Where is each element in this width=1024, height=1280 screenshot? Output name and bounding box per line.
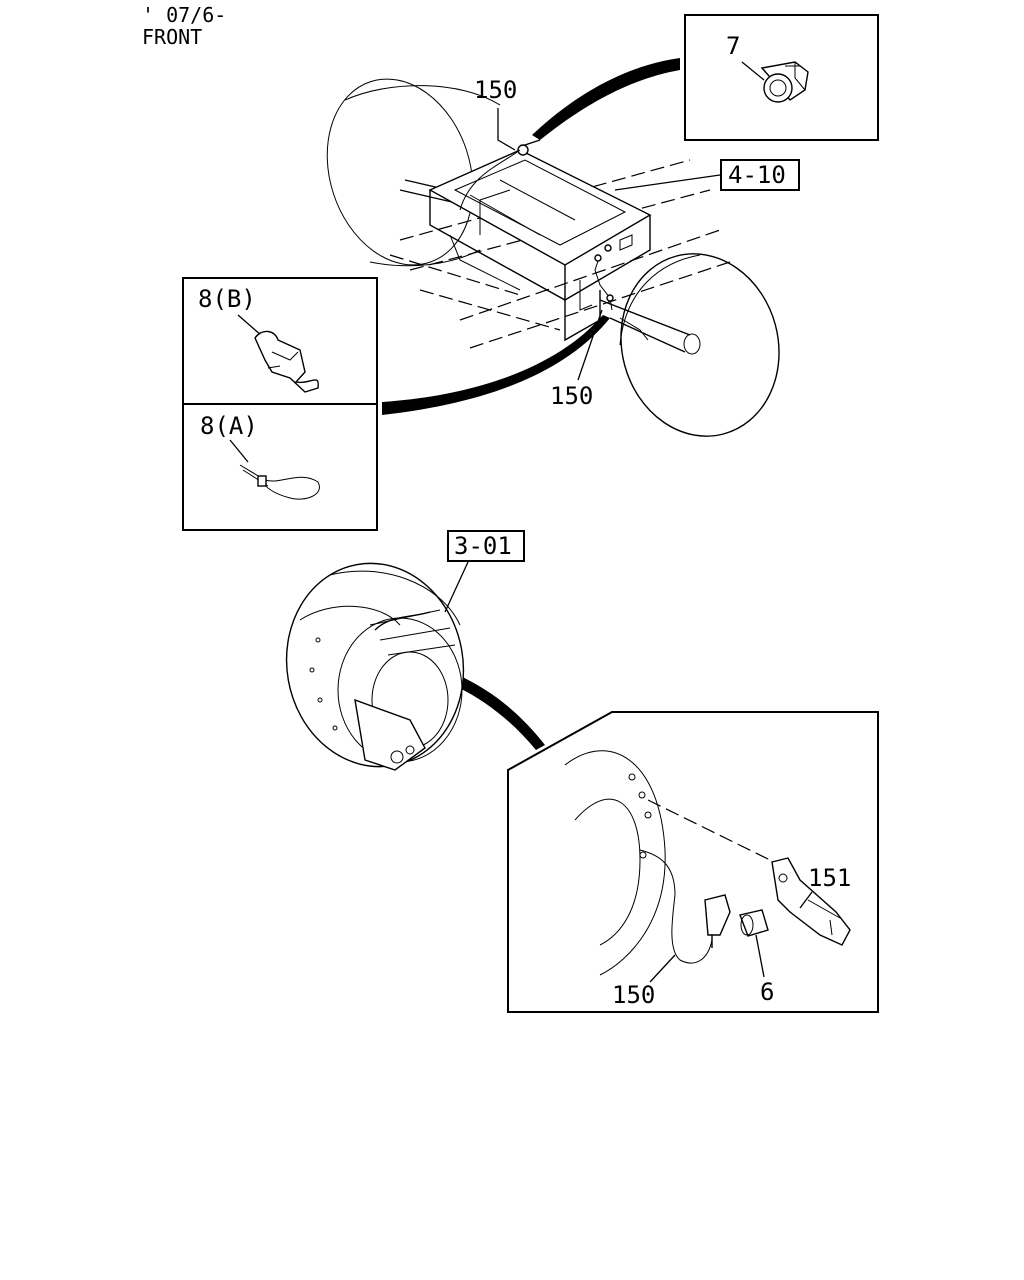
detail-panel-sensor [507, 711, 879, 1013]
ref-box-3-01 [447, 530, 525, 562]
callout-6: 6 [760, 978, 774, 1006]
callout-8a: 8(A) [200, 412, 258, 440]
ref-3-01: 3-01 [454, 532, 512, 560]
leader-4-10 [614, 174, 721, 191]
callout-150-detail: 150 [612, 981, 655, 1009]
callout-150-mid: 150 [550, 382, 593, 410]
ref-box-4-10 [720, 159, 800, 191]
callout-arc-8 [382, 315, 610, 415]
clamp-part-7 [760, 61, 809, 103]
date-code: ' 07/6- [142, 3, 226, 27]
cable-tie-part-8a [239, 464, 320, 500]
front-label: FRONT [142, 25, 202, 49]
callout-150-top: 150 [474, 76, 517, 104]
callout-7: 7 [726, 32, 740, 60]
detail-box-7 [684, 14, 879, 141]
sensor-detail [564, 750, 851, 976]
leader-150-top [497, 108, 516, 151]
callout-8b: 8(B) [198, 285, 256, 313]
brake-drum-assembly [285, 562, 465, 771]
ref-4-10: 4-10 [728, 161, 786, 189]
callout-151: 151 [808, 864, 851, 892]
clip-part-8b [254, 330, 319, 393]
callout-arc-7 [532, 58, 680, 140]
chassis-axle-illustration [326, 78, 780, 437]
